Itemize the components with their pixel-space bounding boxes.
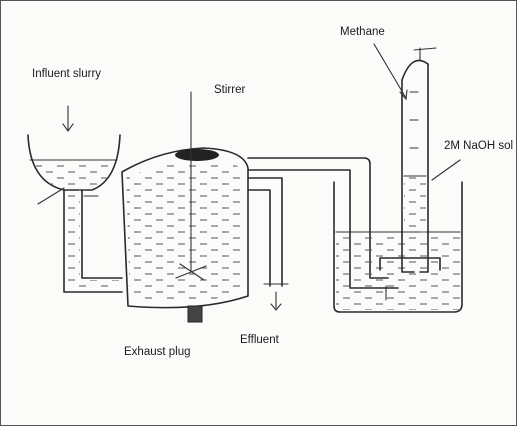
influent-slurry-label: Influent slurry bbox=[32, 68, 102, 80]
exhaust-plug bbox=[187, 305, 203, 323]
label-pointers bbox=[62, 43, 461, 181]
gas-collection-tube bbox=[401, 47, 437, 273]
stirrer bbox=[175, 91, 207, 281]
stirrer-label: Stirrer bbox=[214, 84, 246, 96]
naoh-basin bbox=[333, 181, 463, 313]
digester-tank bbox=[121, 147, 249, 309]
naoh-label: 2M NaOH sol bbox=[444, 140, 514, 152]
influent-pipe bbox=[63, 189, 123, 293]
methane-label: Methane bbox=[340, 26, 385, 38]
effluent-label: Effluent bbox=[240, 334, 279, 346]
effluent-pipe bbox=[247, 177, 289, 311]
exhaust-plug-label: Exhaust plug bbox=[124, 346, 191, 358]
digester-lid bbox=[175, 149, 219, 161]
